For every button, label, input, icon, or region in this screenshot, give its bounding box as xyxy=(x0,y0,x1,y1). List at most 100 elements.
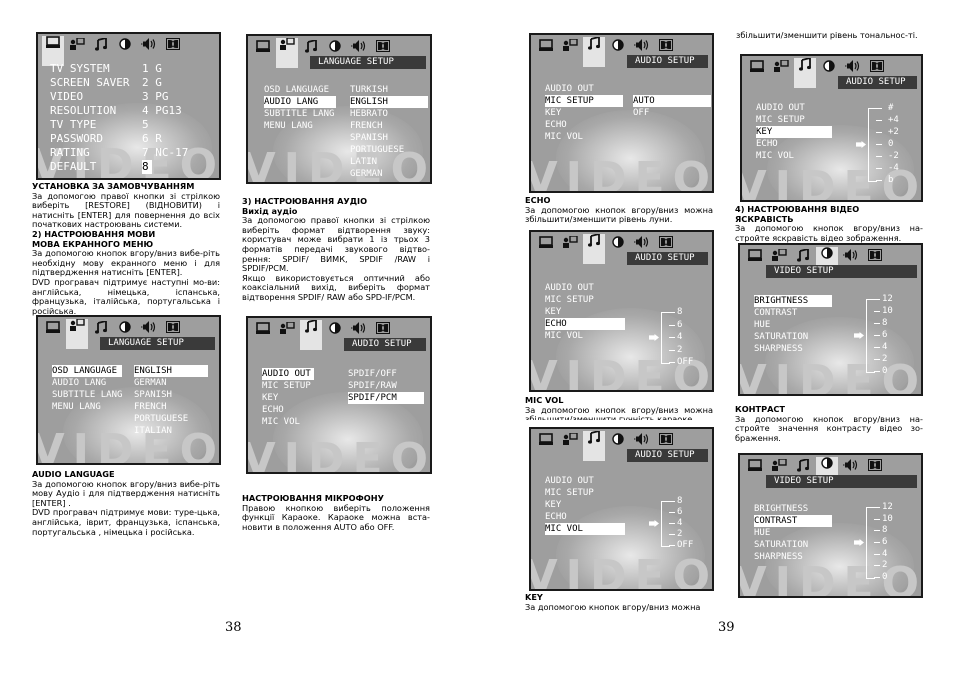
music-note-icon xyxy=(300,38,322,54)
person-screen-icon xyxy=(66,319,88,349)
contrast-icon xyxy=(324,320,346,336)
osd-row: MIC SETUP xyxy=(545,95,623,107)
heading: ECHO xyxy=(525,195,551,205)
osd-row: FRENCH xyxy=(350,121,383,131)
monitor-icon xyxy=(252,38,274,54)
scale-tick xyxy=(874,553,880,555)
osd-row: 7 NC-17 xyxy=(142,146,189,159)
osd-row: GERMAN xyxy=(350,169,383,179)
osd-row: MIC VOL xyxy=(756,151,794,161)
paragraph: За допомогою правої кнопки зі стрілкою в… xyxy=(242,215,430,274)
scale-tick xyxy=(876,180,882,181)
osd-row: ECHO xyxy=(262,405,284,415)
scale-tick xyxy=(669,312,675,313)
osd-row: TV SYSTEM xyxy=(50,62,110,75)
dolby-icon xyxy=(866,58,888,74)
osd-row: 12 xyxy=(882,294,893,304)
watermark-text: VIDEO xyxy=(36,140,221,180)
scale-tick xyxy=(876,156,882,157)
music-note-icon xyxy=(794,58,816,88)
osd-row: MIC VOL xyxy=(545,132,583,142)
osd-row: AUDIO LANG xyxy=(264,96,336,108)
paragraph: За допомогою кнопок вгору/вниз вибе-ріть… xyxy=(32,478,220,508)
monitor-icon xyxy=(42,36,64,66)
paragraph: За допомогою кнопок вгору/вниз вибе-ріть… xyxy=(32,248,220,278)
text-key-cont: збільшити/зменшити рівень тональнос-ті. xyxy=(736,30,924,41)
scale-tick xyxy=(876,132,882,133)
scale-tick xyxy=(669,501,675,502)
osd-row: MIC VOL xyxy=(262,417,300,427)
disc-graphic xyxy=(765,316,914,394)
osd-row: MENU LANG xyxy=(52,402,101,412)
osd-row: KEY xyxy=(545,307,562,317)
osd-row: OFF xyxy=(677,540,694,550)
scale-tick xyxy=(874,299,880,300)
osd-row: 8 xyxy=(677,307,683,317)
osd-title: AUDIO SETUP xyxy=(344,338,426,351)
level-scale xyxy=(866,299,875,373)
osd-row: FRENCH xyxy=(134,402,167,412)
osd-row: ECHO xyxy=(545,512,567,522)
osd-row: OFF xyxy=(677,357,694,367)
osd-row: 6 xyxy=(882,537,888,547)
music-note-icon xyxy=(792,457,814,473)
osd-row: 4 xyxy=(882,342,888,352)
person-screen-icon xyxy=(768,457,790,473)
watermark-text: VIDEO xyxy=(246,144,432,184)
text-default-setup: УСТАНОВКА ЗА ЗАМОВЧУВАННЯМ За допомогою … xyxy=(32,181,220,316)
scale-tick xyxy=(874,371,880,372)
osd-row: OSD LANGUAGE xyxy=(264,85,330,95)
osd-tabs xyxy=(531,429,712,461)
osd-tabs xyxy=(38,34,219,66)
scale-tick xyxy=(669,512,675,513)
scale-tick xyxy=(876,108,882,109)
osd-row: KEY xyxy=(545,500,562,510)
monitor-icon xyxy=(744,457,766,473)
osd-row: MENU LANG xyxy=(264,121,313,131)
osd-row: BRIGHTNESS xyxy=(754,504,809,514)
scale-tick xyxy=(874,530,880,532)
osd-row: CONTRAST xyxy=(754,308,798,318)
paragraph: За допомогою кнопок вгору/вниз можна xyxy=(525,601,701,612)
person-screen-icon xyxy=(276,38,298,68)
person-screen-icon xyxy=(768,247,790,263)
osd-row: SATURATION xyxy=(754,540,809,550)
contrast-icon xyxy=(607,431,629,447)
osd-title: LANGUAGE SETUP xyxy=(100,337,215,350)
level-scale xyxy=(866,507,875,579)
level-arrow-icon xyxy=(854,539,864,546)
osd-row: OFF xyxy=(633,108,650,118)
osd-row: CONTRAST xyxy=(754,515,832,527)
osd-row: 0 xyxy=(882,572,888,582)
scale-tick xyxy=(874,347,880,348)
page-number-left: 38 xyxy=(225,620,242,635)
text-audio-setup: 3) НАСТРОЮВАННЯ АУДІО Вихід аудіо За доп… xyxy=(242,196,430,303)
osd-row: ENGLISH xyxy=(350,96,428,108)
disc-graphic xyxy=(765,522,914,596)
osd-row: BRIGHTNESS xyxy=(754,295,832,307)
paragraph: За допомогою кнопок вгору/вниз можна збі… xyxy=(525,204,713,225)
speaker-icon xyxy=(840,247,862,263)
text-mic-setup: НАСТРОЮВАННЯ МІКРОФОНУ Правою кнопкою ви… xyxy=(242,493,430,532)
scale-tick xyxy=(874,577,880,578)
osd-row: TV TYPE xyxy=(50,118,97,131)
paragraph: збільшити/зменшити рівень тональнос-ті. xyxy=(736,30,918,40)
scale-tick xyxy=(874,507,880,508)
monitor-icon xyxy=(535,37,557,53)
osd-row: SUBTITLE LANG xyxy=(264,109,335,119)
watermark-text: VIDEO xyxy=(738,558,923,598)
osd-row: 8 xyxy=(882,525,888,536)
osd-row: KEY xyxy=(756,126,832,138)
osd-title: VIDEO SETUP xyxy=(766,475,917,488)
monitor-icon xyxy=(744,247,766,263)
monitor-icon xyxy=(535,234,557,250)
osd-row: OSD LANGUAGE xyxy=(52,365,122,377)
osd-row: MIC SETUP xyxy=(545,488,594,498)
speaker-icon xyxy=(631,431,653,447)
osd-row: LATIN xyxy=(350,157,378,167)
level-arrow-icon xyxy=(854,332,864,339)
paragraph: DVD програвач підтримує наступні мо-ви: … xyxy=(32,276,220,316)
